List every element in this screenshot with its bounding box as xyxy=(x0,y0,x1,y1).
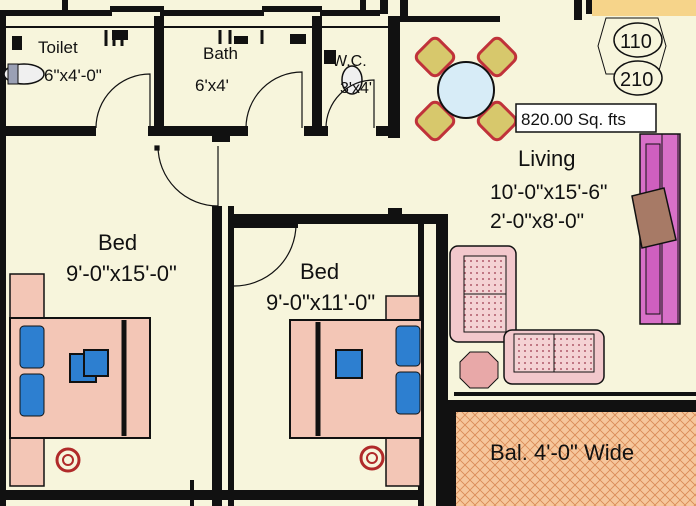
toilet-fixtures xyxy=(3,30,128,85)
bed-left xyxy=(9,273,151,487)
unit-number-110: 110 xyxy=(620,31,652,53)
bed-left-size: 9'-0"x15'-0" xyxy=(66,261,177,286)
bed-left-label: Bed xyxy=(98,230,137,255)
unit-number-210-badge xyxy=(613,60,663,96)
toilet-size: 6"x4'-0" xyxy=(44,66,102,85)
bed-right-label: Bed xyxy=(300,259,339,284)
living-label: Living xyxy=(518,146,575,171)
bath-size: 6'x4' xyxy=(195,76,229,95)
wc-fixtures xyxy=(324,50,363,95)
bed-right-size: 9'-0"x11'-0" xyxy=(266,290,375,315)
balcony-floor xyxy=(454,408,696,506)
toilet-label: Toilet xyxy=(38,38,78,57)
area-label: 820.00 Sq. fts xyxy=(521,110,626,129)
doors xyxy=(95,71,375,287)
wc-size: 3'x4' xyxy=(340,80,372,97)
bed-right xyxy=(289,295,423,487)
unit-number-210: 210 xyxy=(620,69,653,91)
unit-number-110-badge xyxy=(613,22,663,58)
bath-label: Bath xyxy=(203,44,238,63)
bath-fixtures xyxy=(218,30,306,44)
balcony-label: Bal. 4'-0" Wide xyxy=(490,440,634,465)
wc-label: W.C. xyxy=(332,53,367,70)
top-corridor-fill xyxy=(592,0,696,16)
living-furniture xyxy=(449,133,681,389)
unit-number-badges xyxy=(597,17,667,96)
living-size: 10'-0"x15'-6" xyxy=(490,181,608,204)
living-size-secondary: 2'-0"x8'-0" xyxy=(490,210,584,233)
area-label-box xyxy=(515,103,657,133)
dining-set xyxy=(414,36,518,142)
